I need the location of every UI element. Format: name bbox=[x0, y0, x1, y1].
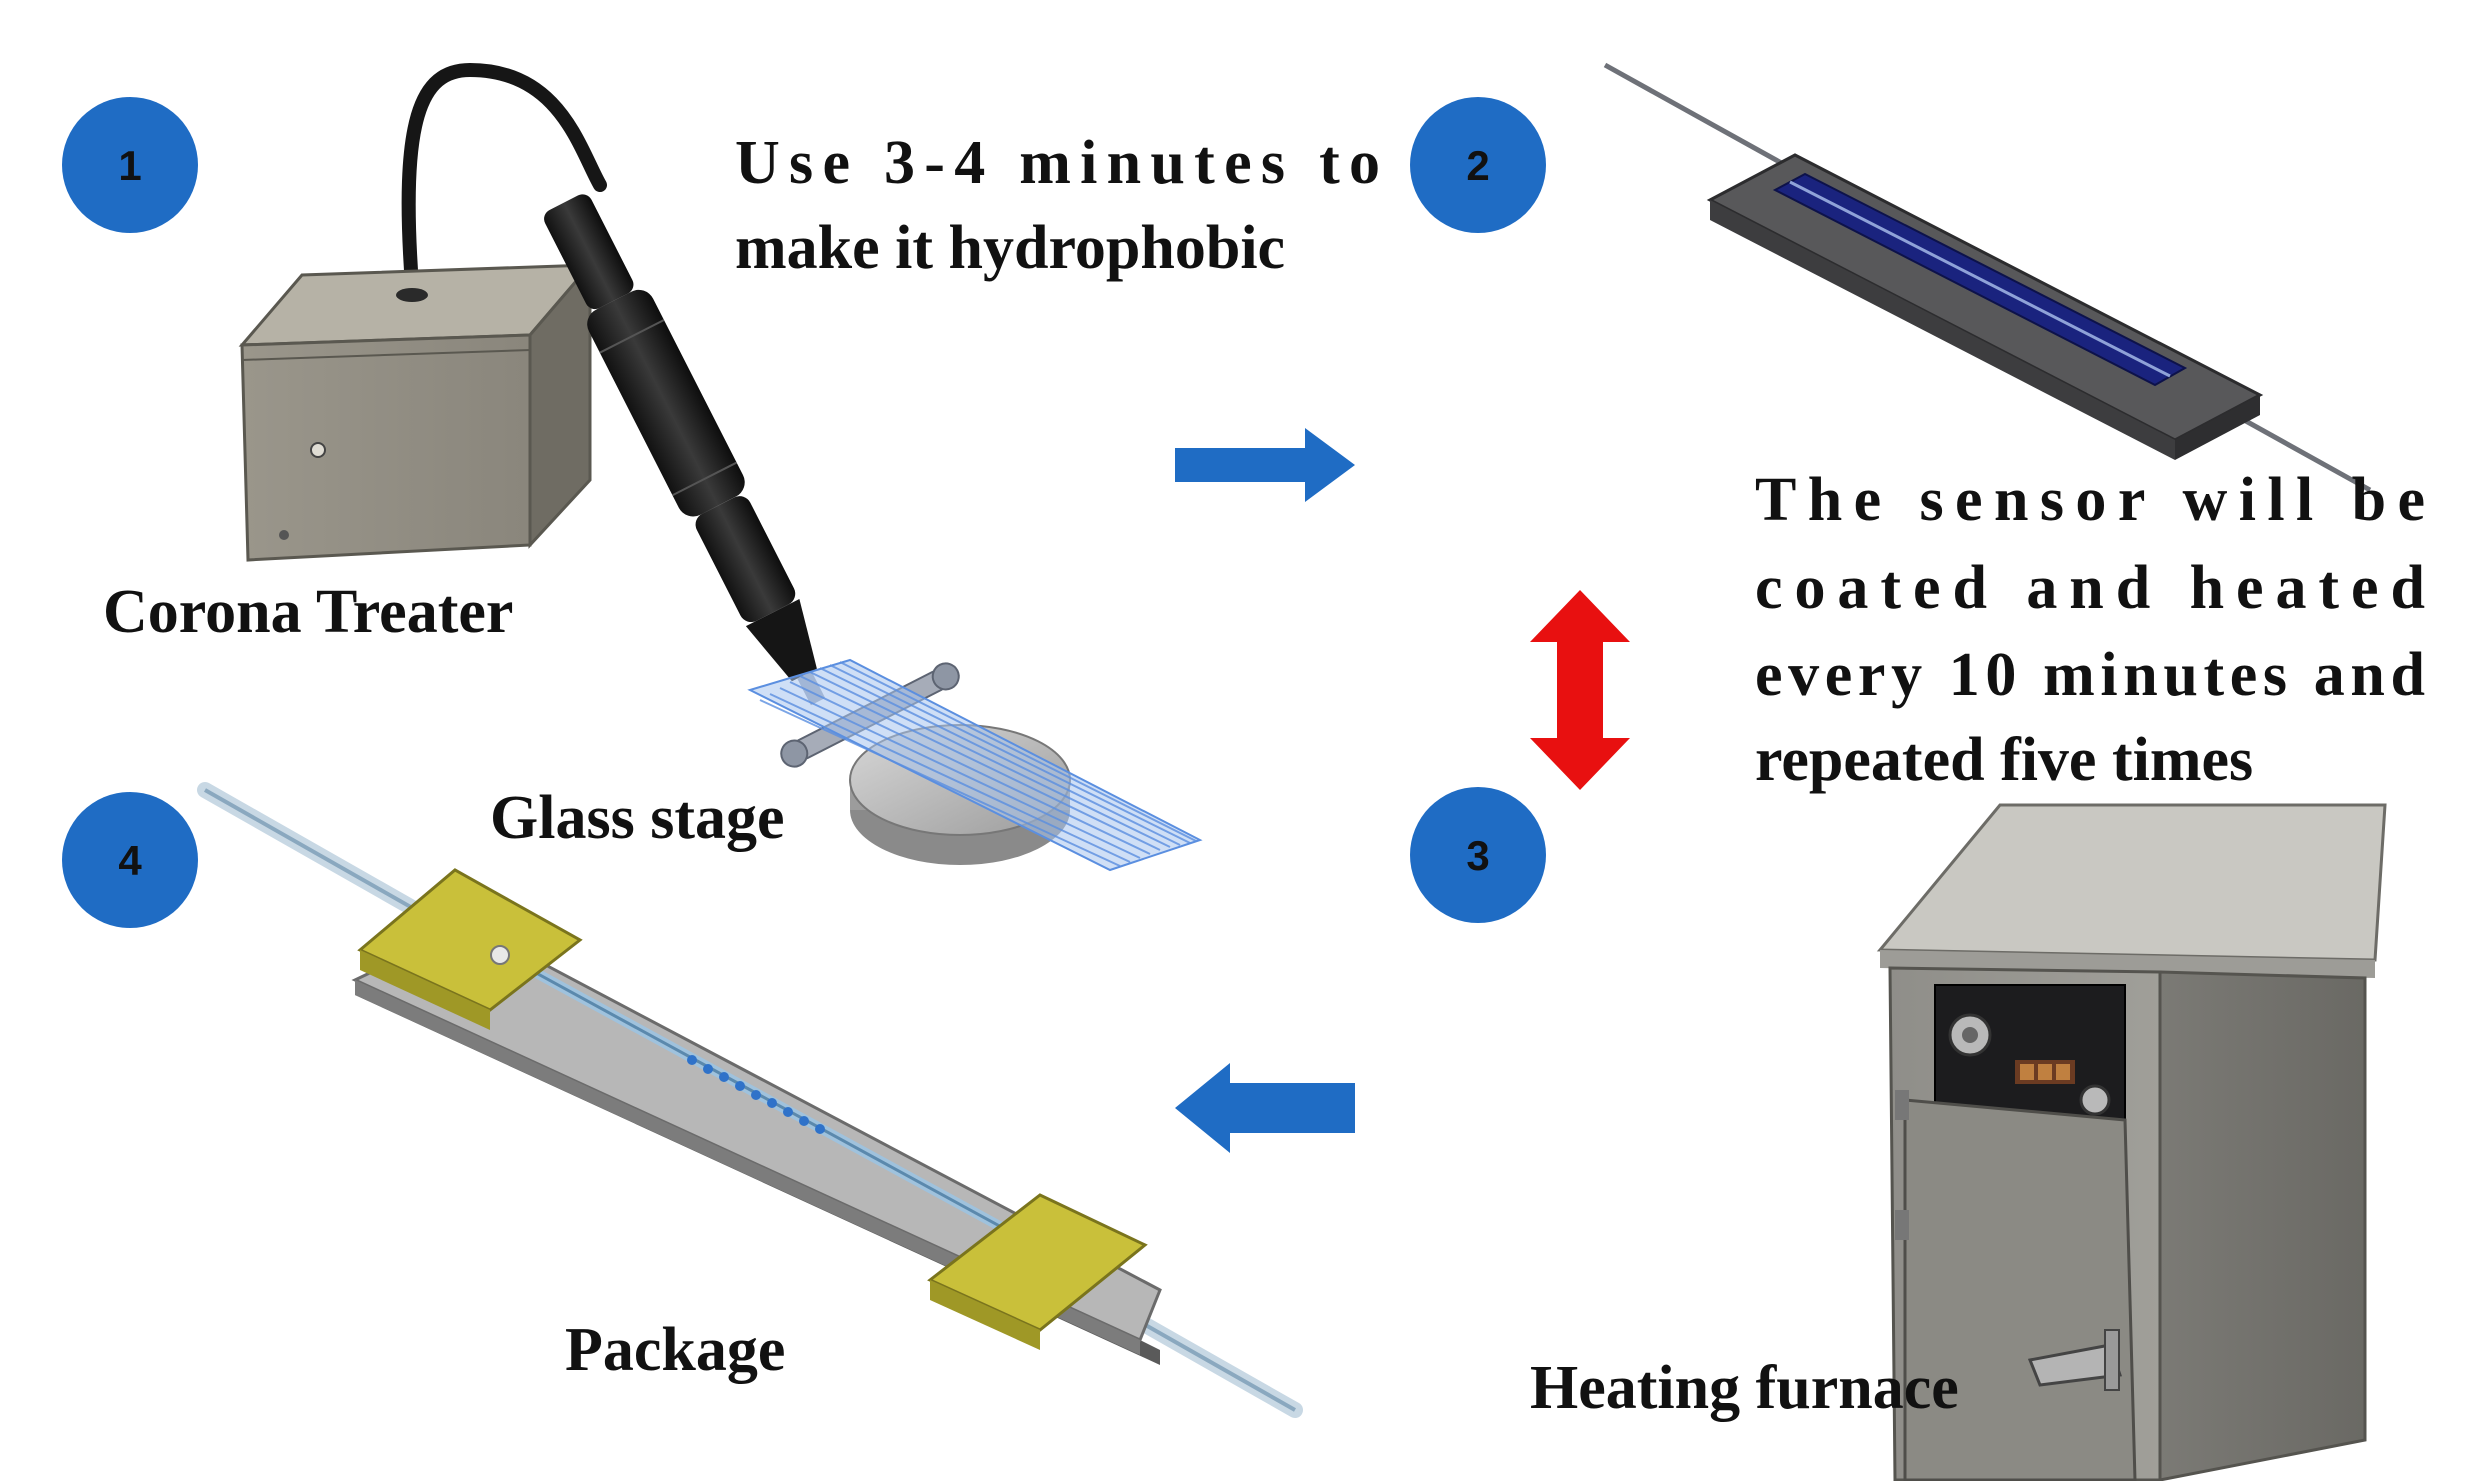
treater-box-knob bbox=[310, 442, 326, 458]
label-heating-furnace: Heating furnace bbox=[1530, 1354, 1959, 1422]
step-number: 3 bbox=[1466, 832, 1489, 879]
arrow-step3-to-step4 bbox=[1175, 1063, 1355, 1153]
glass-stage-illustration bbox=[747, 658, 1203, 872]
treater-box-side bbox=[528, 260, 592, 549]
furnace-top bbox=[1876, 803, 2387, 962]
note-line: The sensor will be bbox=[1755, 466, 2425, 534]
corona-treater-illustration bbox=[238, 62, 607, 562]
label-corona-treater: Corona Treater bbox=[103, 578, 513, 646]
note-line: Use 3-4 minutes to bbox=[735, 129, 1380, 197]
label-package: Package bbox=[565, 1316, 785, 1384]
step-marker-1: 1 bbox=[62, 97, 198, 233]
arrow-repeat-step2-step3 bbox=[1530, 590, 1630, 790]
furnace-side bbox=[2158, 970, 2367, 1481]
label-glass-stage: Glass stage bbox=[490, 784, 785, 852]
step-marker-4: 4 bbox=[62, 792, 198, 928]
note-line: repeated five times bbox=[1755, 726, 2253, 794]
step-number: 4 bbox=[118, 837, 142, 884]
fiber-grating bbox=[687, 1055, 825, 1134]
note-hydrophobic: Use 3-4 minutes to make it hydrophobic bbox=[735, 129, 1380, 282]
step-number: 1 bbox=[118, 142, 141, 189]
step-marker-3: 3 bbox=[1410, 787, 1546, 923]
note-line: make it hydrophobic bbox=[735, 214, 1285, 282]
coated-sensor-illustration bbox=[1603, 62, 2372, 493]
sensor-package-illustration bbox=[197, 782, 1303, 1418]
step-number: 2 bbox=[1466, 142, 1489, 189]
treater-box-front bbox=[240, 333, 532, 562]
film-strip bbox=[747, 658, 1203, 872]
furnace-door bbox=[1903, 1098, 2137, 1481]
note-coating: The sensor will be coated and heated eve… bbox=[1755, 466, 2425, 794]
step-marker-2: 2 bbox=[1410, 97, 1546, 233]
note-line: coated and heated bbox=[1755, 554, 2425, 622]
heating-furnace-illustration bbox=[1876, 803, 2387, 1481]
arrow-step1-to-step2 bbox=[1175, 428, 1355, 502]
note-line: every 10 minutes and bbox=[1755, 641, 2425, 709]
treater-cable bbox=[401, 62, 607, 292]
